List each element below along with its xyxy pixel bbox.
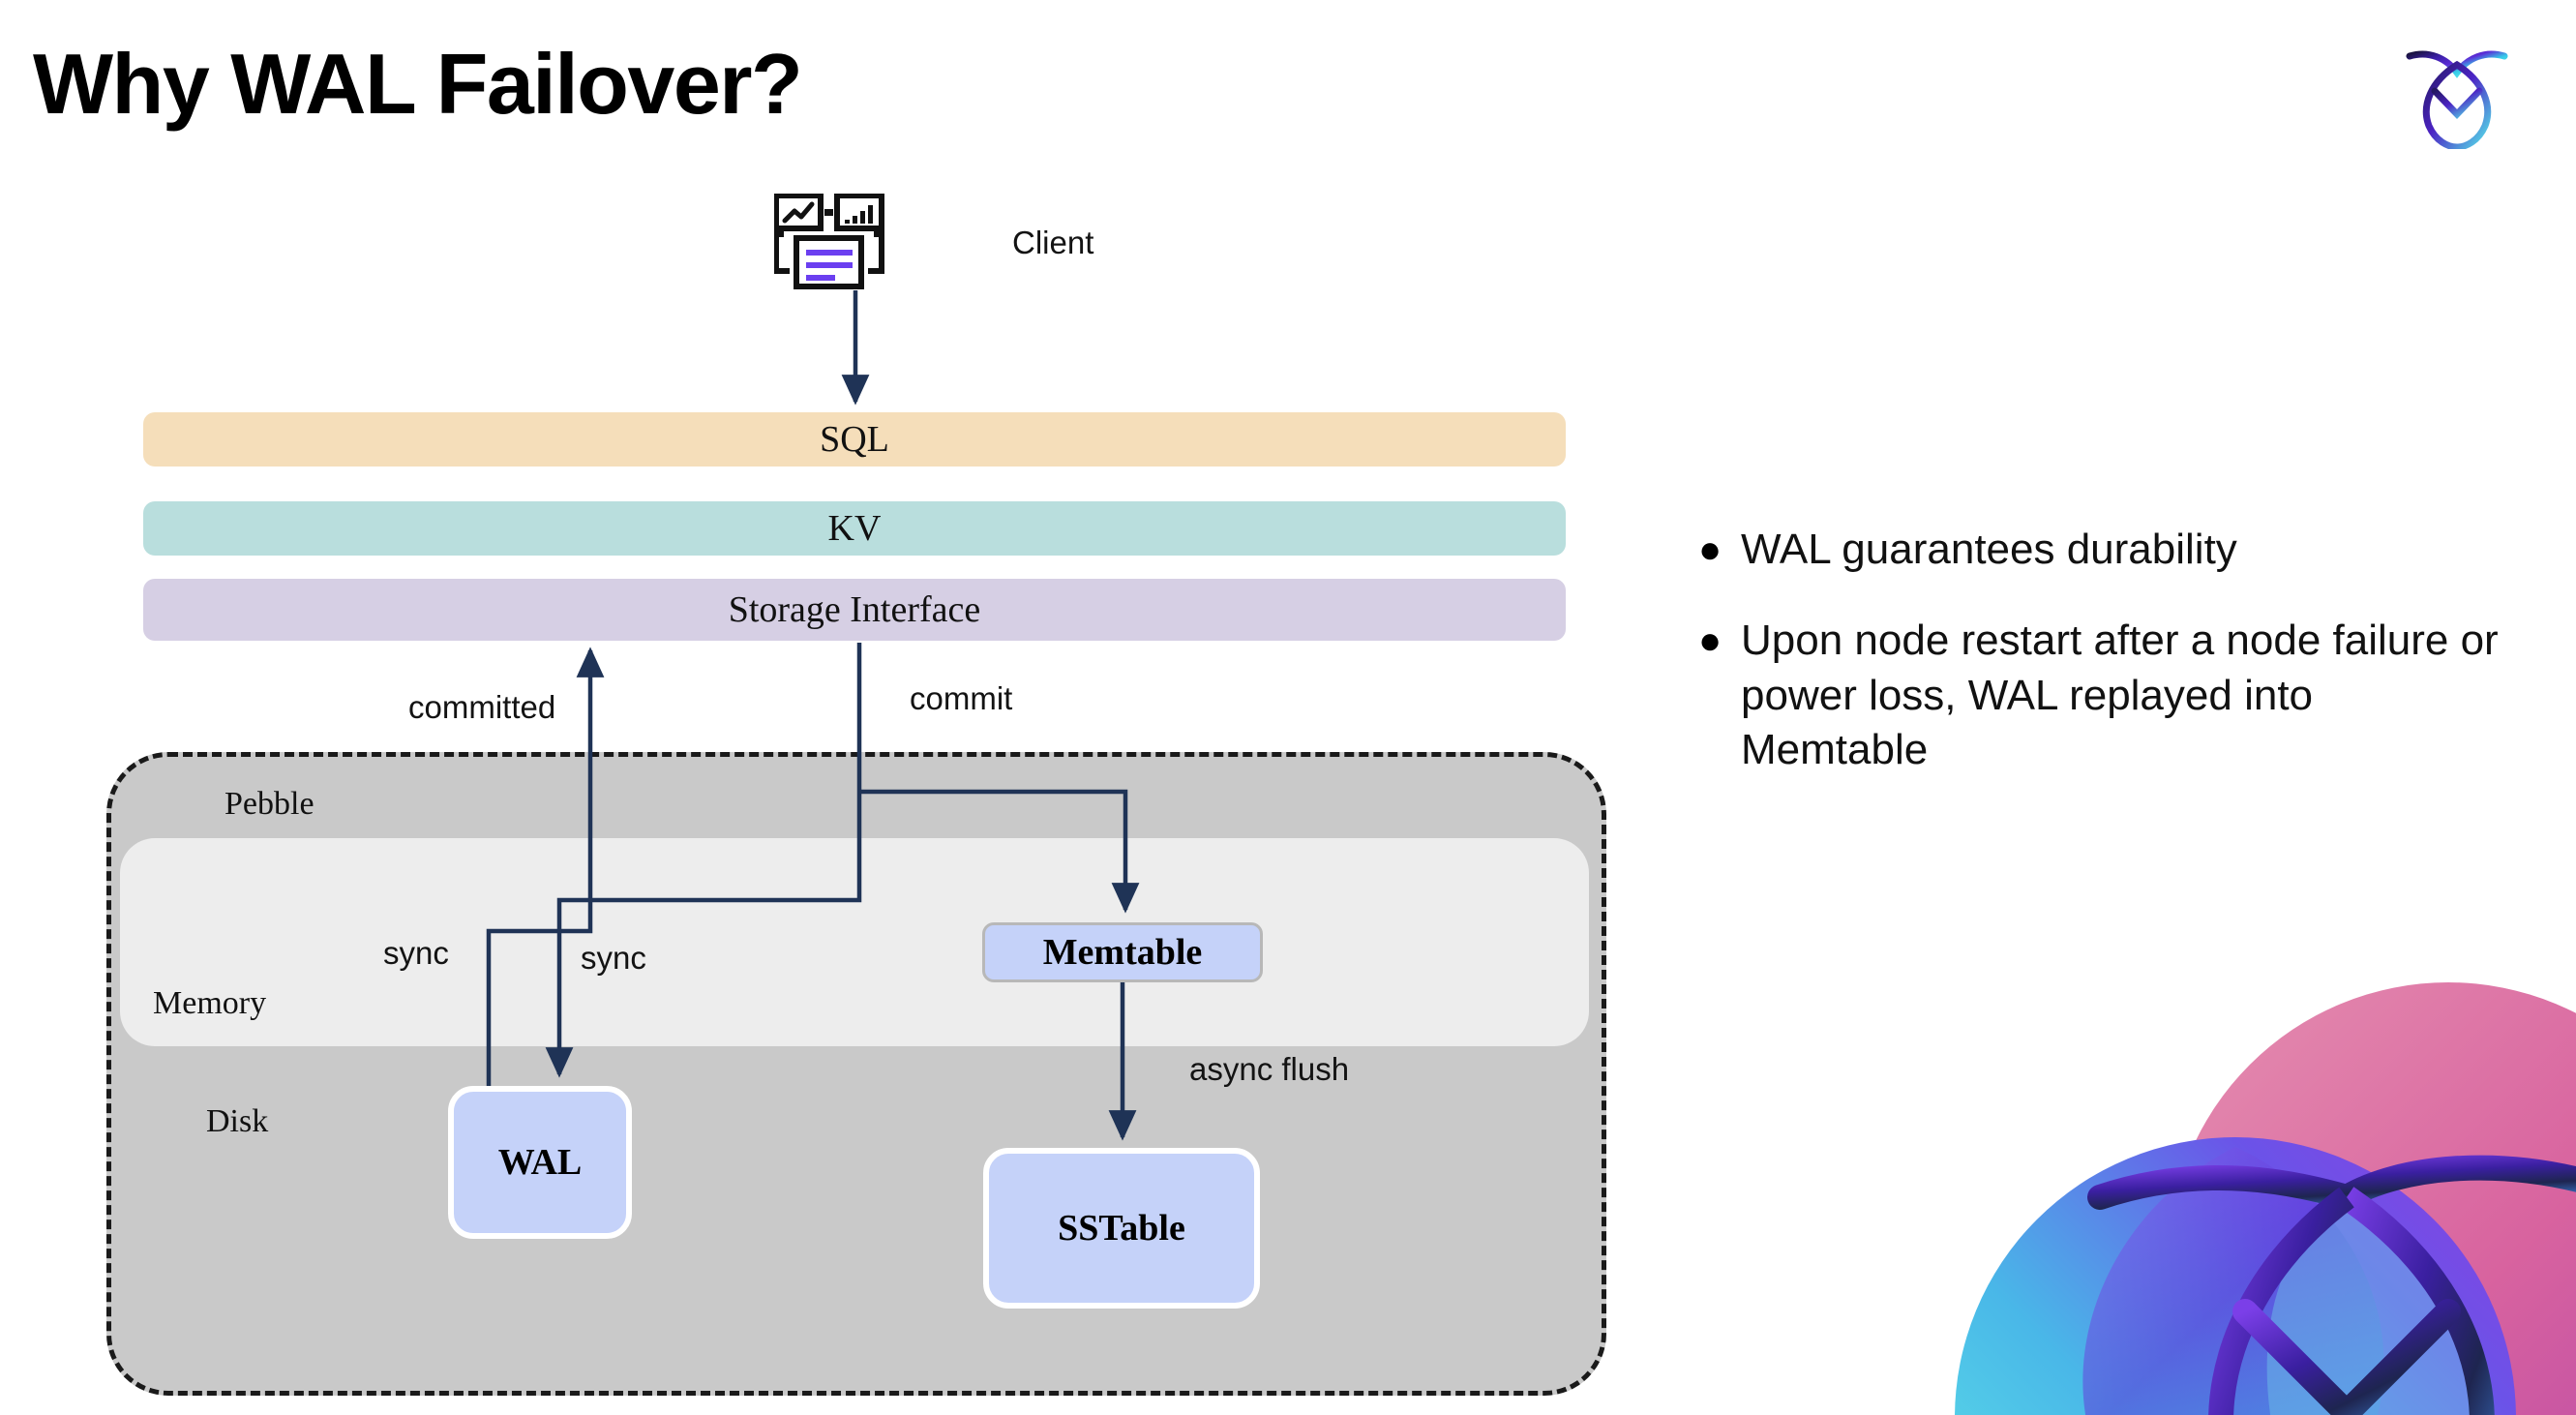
cockroachdb-logo-icon bbox=[2404, 33, 2510, 151]
node-memtable: Memtable bbox=[982, 922, 1263, 982]
bullet-text: WAL guarantees durability bbox=[1741, 526, 2237, 573]
node-wal-label: WAL bbox=[497, 1142, 583, 1183]
list-item: ● Upon node restart after a node failure… bbox=[1698, 614, 2501, 777]
layer-storage-interface: Storage Interface bbox=[143, 579, 1566, 641]
bullet-text: Upon node restart after a node failure o… bbox=[1741, 617, 2499, 773]
node-sstable: SSTable bbox=[983, 1148, 1260, 1309]
edge-label-commit: commit bbox=[910, 680, 1013, 716]
layer-kv: KV bbox=[143, 501, 1566, 556]
layer-storage-label: Storage Interface bbox=[728, 589, 981, 630]
memory-label: Memory bbox=[153, 985, 267, 1021]
client-label: Client bbox=[1012, 225, 1094, 260]
edge-label-sync-right: sync bbox=[581, 940, 646, 976]
edge-label-sync-left: sync bbox=[383, 935, 449, 971]
edge-label-committed: committed bbox=[408, 689, 556, 725]
pebble-label: Pebble bbox=[225, 786, 315, 822]
bullet-list: ● WAL guarantees durability ● Upon node … bbox=[1698, 523, 2501, 814]
node-memtable-label: Memtable bbox=[1042, 932, 1203, 973]
disk-label: Disk bbox=[206, 1103, 269, 1139]
cockroachdb-watermark-icon bbox=[1955, 924, 2576, 1415]
node-sstable-label: SSTable bbox=[1058, 1208, 1185, 1249]
node-wal: WAL bbox=[448, 1086, 632, 1239]
list-item: ● WAL guarantees durability bbox=[1698, 523, 2501, 577]
layer-sql-label: SQL bbox=[820, 419, 889, 460]
bullet-marker-icon: ● bbox=[1698, 528, 1722, 571]
layer-kv-label: KV bbox=[827, 508, 882, 549]
page-title: Why WAL Failover? bbox=[33, 36, 803, 132]
architecture-diagram: Client SQL KV Storage Interface Pebble M… bbox=[106, 193, 1606, 1396]
layer-sql: SQL bbox=[143, 412, 1566, 467]
memory-region bbox=[120, 838, 1589, 1046]
client-devices-icon bbox=[773, 193, 929, 290]
bullet-marker-icon: ● bbox=[1698, 619, 1722, 663]
edge-label-async-flush: async flush bbox=[1189, 1051, 1350, 1087]
